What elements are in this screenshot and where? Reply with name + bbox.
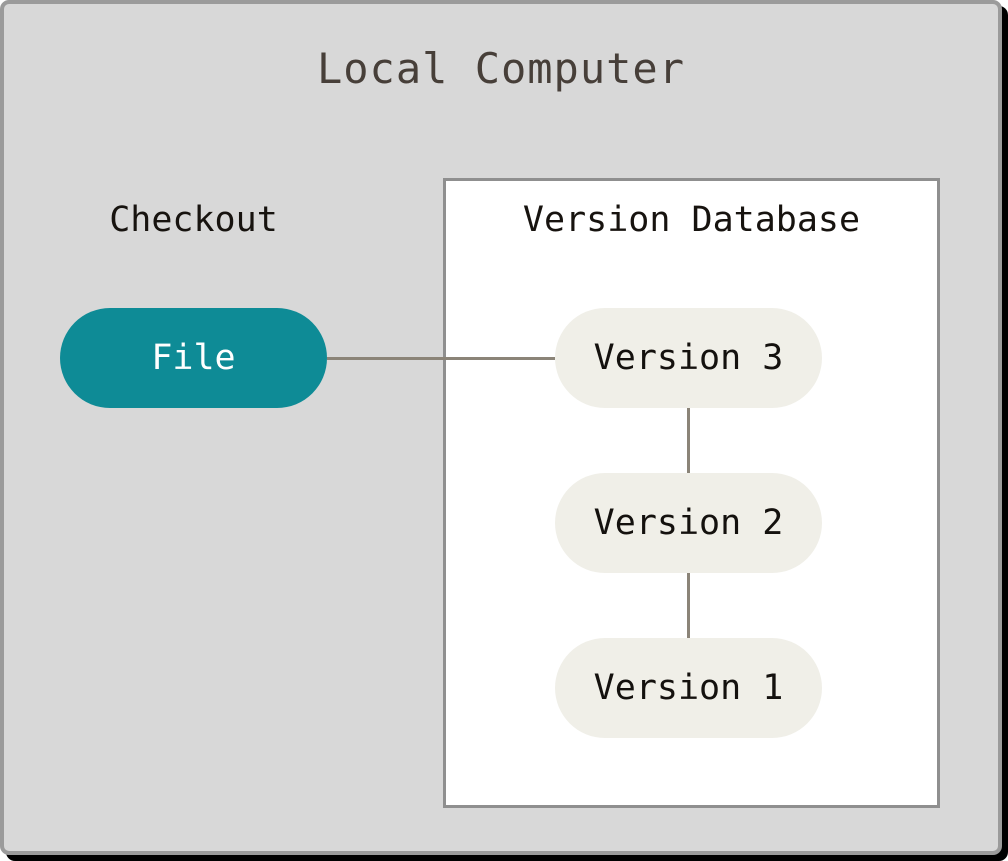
connector-version2-to-version1 — [687, 571, 690, 638]
connector-file-to-version3 — [327, 357, 555, 360]
file-node: File — [60, 308, 327, 408]
version-database-label: Version Database — [522, 200, 861, 240]
version-node-3: Version 3 — [555, 308, 822, 408]
diagram-title: Local Computer — [316, 44, 685, 93]
version-node-2: Version 2 — [555, 473, 822, 573]
version-node-1: Version 1 — [555, 638, 822, 738]
connector-version3-to-version2 — [687, 408, 690, 473]
checkout-label: Checkout — [109, 200, 278, 240]
